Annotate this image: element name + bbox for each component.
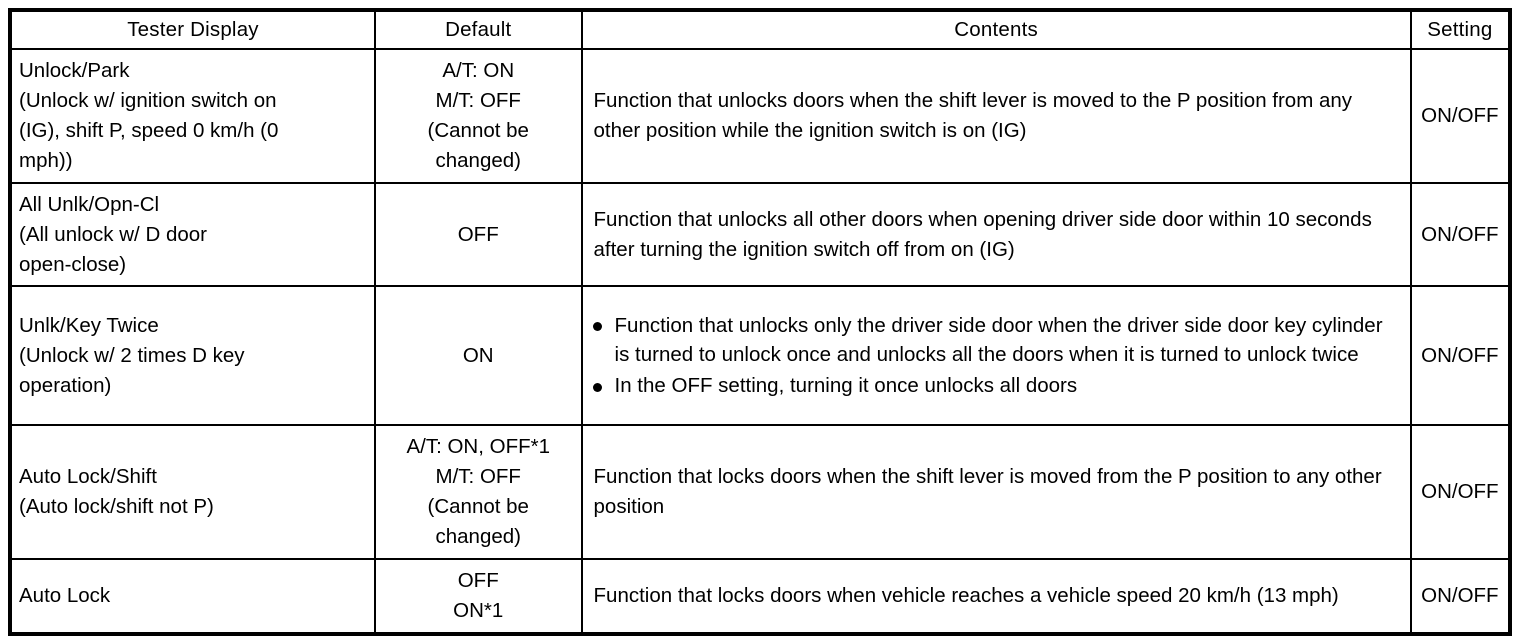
table-header-row: Tester Display Default Contents Setting <box>9 9 1512 50</box>
cell-setting: ON/OFF <box>1409 48 1512 184</box>
setting-value: ON/OFF <box>1421 480 1499 504</box>
default-line: M/T: OFF <box>435 88 521 112</box>
setting-value: ON/OFF <box>1421 584 1499 608</box>
tester-display-line: All Unlk/Opn-Cl <box>19 192 160 216</box>
document-page: Tester Display Default Contents Setting … <box>0 8 1520 638</box>
cell-setting: ON/OFF <box>1409 181 1512 288</box>
list-item-text: Function that unlocks only the driver si… <box>614 313 1383 367</box>
default-line: A/T: ON, OFF*1 <box>406 435 550 459</box>
default-lines: A/T: ON M/T: OFF (Cannot be changed) <box>376 50 581 182</box>
table-header: Tester Display Default Contents Setting <box>9 9 1512 50</box>
tester-display-line: Unlk/Key Twice <box>19 314 159 338</box>
tester-display-line: open-close) <box>19 252 127 276</box>
cell-tester-display: Unlk/Key Twice (Unlock w/ 2 times D key … <box>9 285 376 427</box>
column-header-setting-label: Setting <box>1427 18 1493 42</box>
column-header-contents: Contents <box>580 9 1412 50</box>
tester-display-line: (Unlock w/ 2 times D key <box>19 343 245 367</box>
cell-default: OFF ON*1 <box>373 558 583 635</box>
default-line: (Cannot be <box>427 495 529 519</box>
cell-default: A/T: ON M/T: OFF (Cannot be changed) <box>373 48 583 184</box>
table-row: Unlock/Park (Unlock w/ ignition switch o… <box>9 48 1512 184</box>
contents-text: Function that locks doors when vehicle r… <box>593 584 1339 608</box>
table-row: Auto Lock/Shift (Auto lock/shift not P) … <box>9 424 1512 561</box>
cell-contents: Function that unlocks only the driver si… <box>580 285 1412 427</box>
cell-setting: ON/OFF <box>1409 558 1512 635</box>
default-lines: OFF <box>376 214 581 256</box>
tester-display-lines: All Unlk/Opn-Cl (All unlock w/ D door op… <box>12 184 374 286</box>
tester-display-lines: Unlock/Park (Unlock w/ ignition switch o… <box>12 50 374 182</box>
list-item: In the OFF setting, turning it once unlo… <box>583 371 1402 401</box>
default-lines: A/T: ON, OFF*1 M/T: OFF (Cannot be chang… <box>376 426 581 558</box>
default-line: A/T: ON <box>442 59 515 82</box>
cell-tester-display: Auto Lock/Shift (Auto lock/shift not P) <box>9 424 376 561</box>
tester-display-lines: Auto Lock/Shift (Auto lock/shift not P) <box>12 456 374 528</box>
table-row: Auto Lock OFF ON*1 Function that locks d… <box>9 558 1512 635</box>
table-row: Unlk/Key Twice (Unlock w/ 2 times D key … <box>9 285 1512 427</box>
default-lines: OFF ON*1 <box>376 560 581 632</box>
vehicle-settings-table: Tester Display Default Contents Setting … <box>8 8 1512 636</box>
cell-tester-display: All Unlk/Opn-Cl (All unlock w/ D door op… <box>9 181 376 288</box>
tester-display-line: Auto Lock/Shift <box>19 465 157 489</box>
tester-display-line: (Unlock w/ ignition switch on <box>19 88 277 112</box>
tester-display-line: (IG), shift P, speed 0 km/h (0 <box>19 118 279 142</box>
table-row: All Unlk/Opn-Cl (All unlock w/ D door op… <box>9 181 1512 288</box>
tester-display-line: mph)) <box>19 148 73 172</box>
default-line: ON <box>462 343 494 367</box>
bullet-icon <box>592 382 602 392</box>
setting-value: ON/OFF <box>1421 343 1499 367</box>
default-lines: ON <box>376 335 581 377</box>
setting-value: ON/OFF <box>1421 222 1499 246</box>
cell-setting: ON/OFF <box>1409 424 1512 561</box>
default-line: M/T: OFF <box>435 465 521 489</box>
default-line: changed) <box>435 148 521 172</box>
setting-value: ON/OFF <box>1421 103 1499 127</box>
column-header-default: Default <box>373 9 583 50</box>
cell-default: OFF <box>373 181 583 288</box>
default-line: (Cannot be <box>427 118 529 142</box>
contents-text: Function that unlocks all other doors wh… <box>593 207 1372 261</box>
contents-text: Function that unlocks doors when the shi… <box>593 88 1353 142</box>
column-header-tester-display: Tester Display <box>9 9 376 50</box>
list-item-text: In the OFF setting, turning it once unlo… <box>614 374 1078 398</box>
list-item: Function that unlocks only the driver si… <box>583 311 1402 371</box>
cell-default: ON <box>373 285 583 427</box>
cell-contents: Function that unlocks doors when the shi… <box>580 48 1412 184</box>
column-header-setting: Setting <box>1409 9 1512 50</box>
cell-contents: Function that unlocks all other doors wh… <box>580 181 1412 288</box>
tester-display-line: Auto Lock <box>19 584 111 608</box>
cell-setting: ON/OFF <box>1409 285 1512 427</box>
table-body: Unlock/Park (Unlock w/ ignition switch o… <box>9 48 1512 635</box>
column-header-tester-display-label: Tester Display <box>127 18 259 42</box>
cell-tester-display: Unlock/Park (Unlock w/ ignition switch o… <box>9 48 376 184</box>
tester-display-lines: Unlk/Key Twice (Unlock w/ 2 times D key … <box>12 305 374 407</box>
column-header-default-label: Default <box>445 18 512 42</box>
contents-bullet-list: Function that unlocks only the driver si… <box>583 311 1402 402</box>
tester-display-line: (All unlock w/ D door <box>19 222 207 246</box>
tester-display-line: operation) <box>19 373 112 397</box>
default-line: changed) <box>435 525 521 549</box>
bullet-icon <box>592 322 602 332</box>
tester-display-lines: Auto Lock <box>12 575 374 617</box>
tester-display-line: Unlock/Park <box>19 59 130 82</box>
default-line: OFF <box>457 569 499 593</box>
contents-text: Function that locks doors when the shift… <box>593 465 1382 519</box>
default-line: ON*1 <box>453 599 504 623</box>
tester-display-line: (Auto lock/shift not P) <box>19 495 214 519</box>
default-line: OFF <box>457 222 499 246</box>
cell-contents: Function that locks doors when vehicle r… <box>580 558 1412 635</box>
cell-default: A/T: ON, OFF*1 M/T: OFF (Cannot be chang… <box>373 424 583 561</box>
column-header-contents-label: Contents <box>954 18 1038 42</box>
contents-bullet-list-wrap: Function that unlocks only the driver si… <box>583 305 1410 408</box>
cell-tester-display: Auto Lock <box>9 558 376 635</box>
cell-contents: Function that locks doors when the shift… <box>580 424 1412 561</box>
